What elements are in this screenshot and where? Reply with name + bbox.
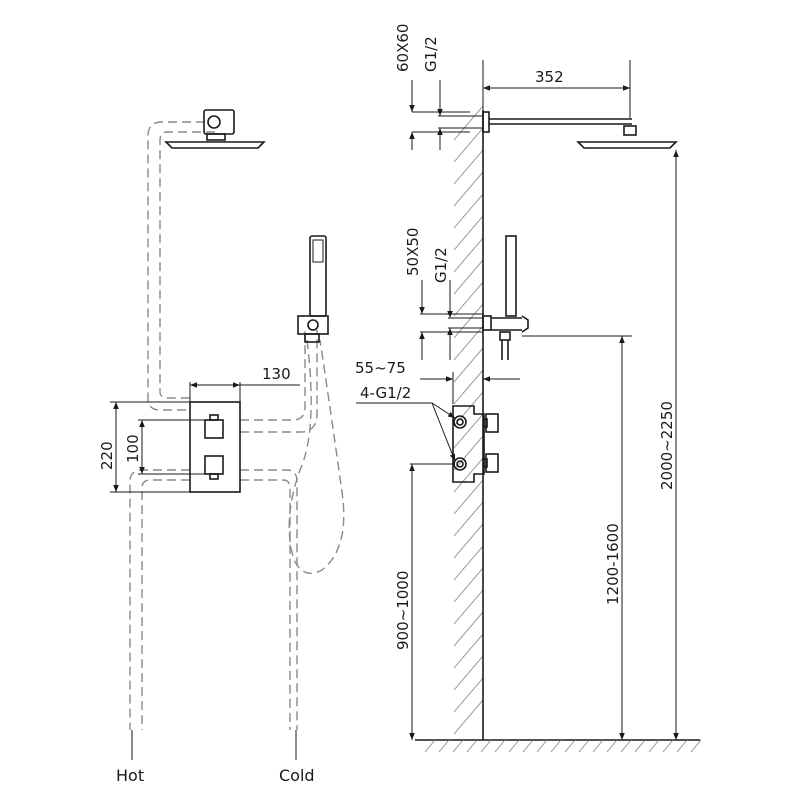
floor-hatch-line: [620, 739, 632, 753]
floor-hatch-line: [480, 739, 492, 753]
dim-130-label: 130: [262, 365, 291, 383]
wall-hatch-line: [453, 633, 484, 669]
wall-hatch-line: [453, 413, 484, 449]
dim-220-label: 220: [98, 441, 116, 470]
floor-hatch-line: [578, 739, 590, 753]
wall-hatch-line: [453, 699, 484, 735]
dim-100-label: 100: [124, 434, 142, 463]
mixer-plate-front: [189, 401, 241, 493]
wall-hatch-line: [453, 281, 484, 317]
wall-hatch-line: [453, 457, 484, 493]
dim-g12-top-label: G1/2: [422, 36, 440, 72]
dim-g12-mid-label: G1/2: [432, 247, 450, 283]
dim-50x50-label: 50X50: [404, 228, 422, 276]
wall-hatch-line: [453, 545, 484, 581]
dim-2000-2250-label: 2000~2250: [658, 401, 676, 490]
cold-label: Cold: [279, 766, 315, 785]
floor-hatch-line: [662, 739, 674, 753]
floor-hatch-line: [438, 739, 450, 753]
dim-4-g12-label: 4-G1/2: [360, 384, 411, 402]
dim-50x50-g12: 50X50 G1/2: [404, 228, 483, 360]
floor-hatch-line: [508, 739, 520, 753]
wall-hatch-line: [453, 655, 484, 691]
dim-352-label: 352: [535, 68, 564, 86]
front-view: 130 220 100 Hot Cold: [98, 109, 345, 785]
dim-60x60-label: 60X60: [394, 24, 412, 72]
dim-height-1200-1600: 1200-1600: [522, 335, 632, 740]
dim-1200-1600-label: 1200-1600: [604, 523, 622, 605]
wall-hatch-line: [453, 589, 484, 625]
wall-hatching: [453, 105, 484, 735]
wall-hatch-line: [453, 677, 484, 713]
wall-hatch-line: [453, 325, 484, 361]
dim-60x60-g12: 60X60 G1/2: [394, 24, 470, 150]
concealed-pipes: [129, 121, 345, 730]
floor-hatch-line: [592, 739, 604, 753]
wall-hatch-line: [453, 105, 484, 141]
wall-hatch-line: [453, 127, 484, 163]
dim-depth-55-75: 55~75: [355, 359, 520, 404]
wall-hatch-line: [453, 523, 484, 559]
floor-hatch-line: [606, 739, 618, 753]
hot-label: Hot: [116, 766, 144, 785]
wall-hatch-line: [453, 171, 484, 207]
wall-hatch-line: [453, 391, 484, 427]
wall-hatch-line: [453, 149, 484, 185]
floor-hatch-line: [550, 739, 562, 753]
wall-hatch-line: [453, 193, 484, 229]
floor-hatch-line: [564, 739, 576, 753]
wall-hatch-line: [453, 215, 484, 251]
dim-height-900-1000: 900~1000: [394, 463, 455, 740]
floor-hatch-line: [676, 739, 688, 753]
dim-4-g12: 4-G1/2: [356, 384, 456, 462]
floor-hatch-line: [452, 739, 464, 753]
wall-hatch-line: [453, 479, 484, 515]
wall-hatch-line: [453, 501, 484, 537]
overhead-shower-front: [164, 109, 266, 149]
floor-hatch-line: [648, 739, 660, 753]
floor-hatch-line: [494, 739, 506, 753]
overhead-shower-side: [470, 111, 678, 149]
dim-55-75-label: 55~75: [355, 359, 406, 377]
wall-hatch-line: [453, 567, 484, 603]
dim-height-220-100: 220 100: [98, 401, 205, 493]
floor-hatch-line: [424, 739, 436, 753]
side-view: 60X60 G1/2 352 50X50 G1/2: [355, 24, 702, 753]
wall-hatch-line: [453, 303, 484, 339]
wall-hatch-line: [453, 237, 484, 273]
floor-hatch-line: [634, 739, 646, 753]
floor-hatch-line: [522, 739, 534, 753]
hand-shower-front: [297, 235, 329, 343]
dim-900-1000-label: 900~1000: [394, 571, 412, 650]
valve-body-side: [452, 405, 499, 483]
wall-hatch-line: [453, 611, 484, 647]
wall-hatch-line: [453, 435, 484, 471]
wall-hatch-line: [453, 369, 484, 405]
dim-width-130: 130: [189, 365, 300, 402]
wall-hatch-line: [453, 259, 484, 295]
hand-shower-side: [482, 235, 529, 360]
floor-hatch-line: [690, 739, 702, 753]
floor-hatch-line: [466, 739, 478, 753]
floor-hatching: [424, 739, 702, 753]
floor-hatch-line: [536, 739, 548, 753]
dim-arm-352: 352: [482, 60, 631, 118]
wall-hatch-line: [453, 347, 484, 383]
dim-height-2000-2250: 2000~2250: [658, 150, 679, 740]
